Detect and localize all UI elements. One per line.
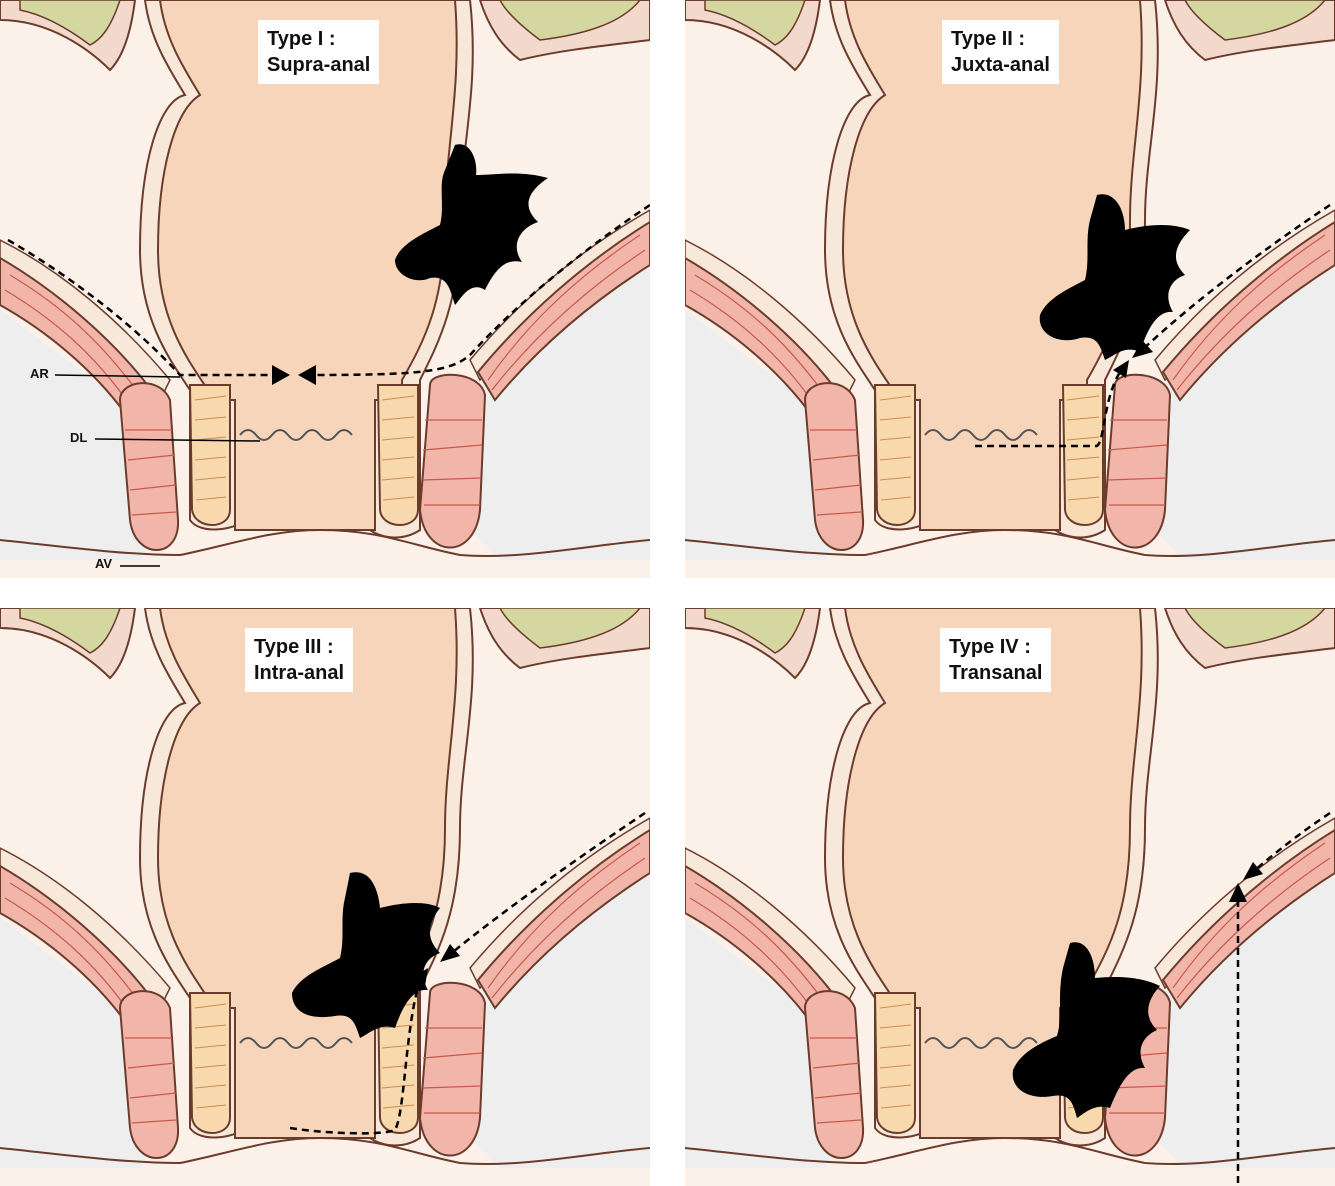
spread-arrow-diagonal (1254, 811, 1331, 871)
type-label: Type I : (267, 28, 336, 50)
spread-arrow-left (7, 238, 278, 377)
type-label: Type IV : (949, 636, 1031, 658)
tumor-shape (292, 872, 440, 1038)
label-dl: DL (70, 430, 88, 445)
arrow-head-left (298, 365, 316, 385)
arrow-head-right (272, 365, 290, 385)
type-title: Type I : Supra-anal (258, 20, 380, 84)
anatomy-illustration (0, 0, 650, 578)
arrow-head-diagonal (1243, 862, 1263, 880)
arrow-head-upper (1132, 340, 1153, 358)
spread-arrow-lower (289, 979, 422, 1135)
spread-arrow-right (309, 203, 650, 377)
tumor-shape (1039, 194, 1190, 360)
type-subtitle: Transanal (949, 662, 1043, 684)
spread-arrow-lower (975, 371, 1122, 448)
type-subtitle: Juxta-anal (951, 54, 1050, 76)
anatomy-base (685, 0, 1335, 578)
type-subtitle: Intra-anal (254, 662, 345, 684)
arrow-head-upper (440, 944, 460, 962)
label-av: AV (95, 556, 113, 571)
anatomy-illustration (685, 608, 1335, 1186)
anatomy-base (0, 608, 650, 1186)
panel-type-4: Type IV : Transanal (685, 608, 1335, 1186)
type-title: Type IV : Transanal (940, 628, 1052, 692)
label-ar: AR (30, 366, 49, 381)
panel-type-1: Type I : Supra-anal AR DL AV (0, 0, 650, 578)
spread-arrow-upper (1139, 203, 1331, 353)
tumor-shape (395, 144, 548, 305)
spread-arrow-upper (447, 811, 646, 957)
ar-pointer-line (54, 374, 181, 378)
dl-pointer-line (94, 438, 261, 442)
panel-type-3: Type III : Intra-anal (0, 608, 650, 1186)
type-label: Type II : (951, 28, 1026, 50)
anatomy-illustration (685, 0, 1335, 578)
arrow-head-lower (412, 968, 428, 986)
type-title: Type II : Juxta-anal (942, 20, 1059, 84)
panel-type-2: Type II : Juxta-anal (685, 0, 1335, 578)
anatomy-base (0, 0, 650, 578)
type-subtitle: Supra-anal (267, 54, 371, 76)
type-label: Type III : (254, 636, 334, 658)
tumor-shape (1012, 942, 1160, 1118)
arrow-head-vertical (1229, 883, 1247, 902)
type-title: Type III : Intra-anal (245, 628, 354, 692)
anatomy-illustration (0, 608, 650, 1186)
arrow-head-lower (1113, 360, 1129, 378)
